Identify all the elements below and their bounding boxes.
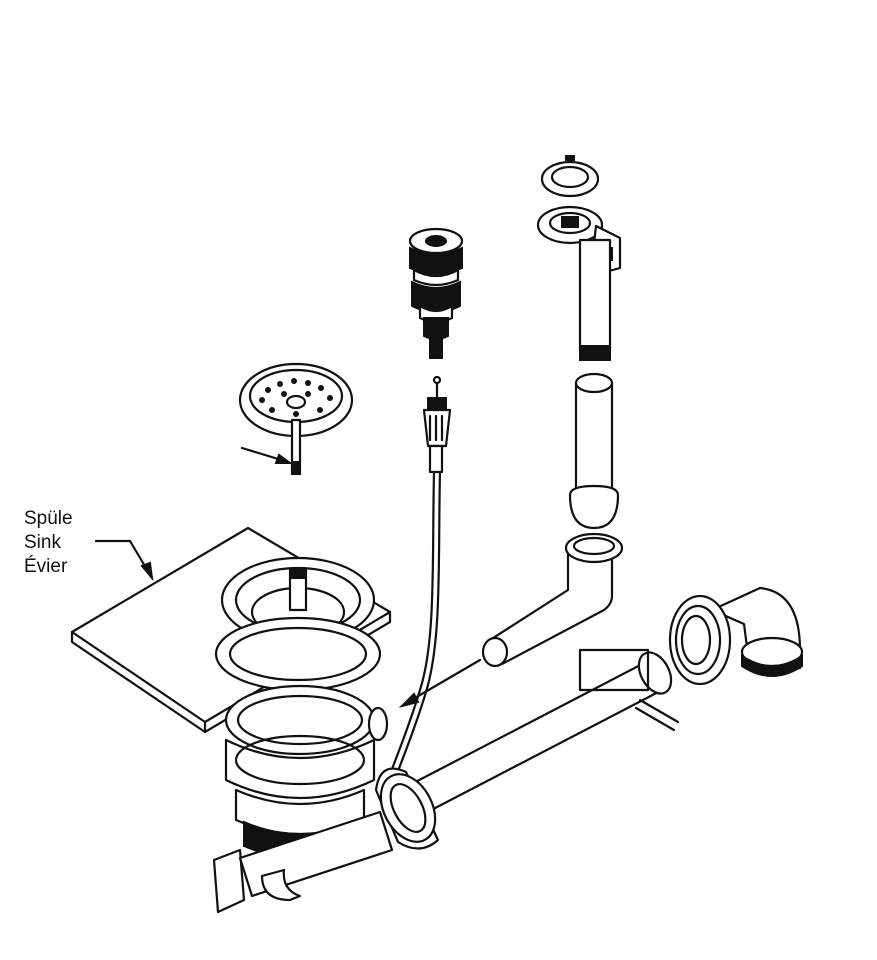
- cable-pointer-arrow: [398, 658, 482, 708]
- outlet-connector: [212, 810, 394, 914]
- strainer-basket: [238, 362, 354, 475]
- label-sink-fr: Évier: [24, 556, 68, 577]
- drain-pipe: [374, 648, 680, 850]
- control-knob: [408, 227, 464, 359]
- overflow-housing: [536, 205, 622, 361]
- trap-elbow: [668, 586, 804, 686]
- strainer-pointer-arrow: [240, 446, 294, 464]
- label-sink-de: Spüle: [24, 508, 73, 529]
- overflow-tube: [568, 372, 620, 530]
- bowden-cable: [386, 375, 452, 784]
- label-sink-en: Sink: [24, 532, 61, 553]
- overflow-elbow: [481, 532, 624, 668]
- overflow-cap: [540, 155, 600, 198]
- sink-leader-arrow: [94, 539, 154, 582]
